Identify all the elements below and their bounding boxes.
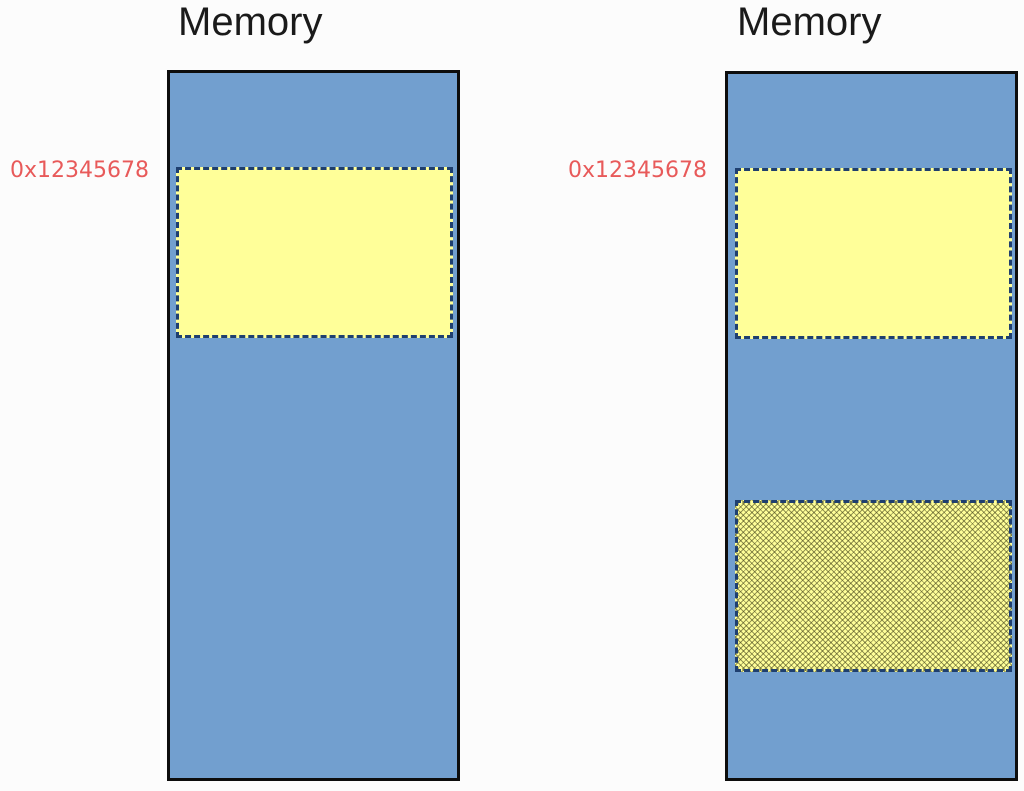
memory-title-right: Memory: [737, 0, 882, 44]
address-label-right: 0x12345678: [568, 158, 707, 183]
address-label-left: 0x12345678: [10, 158, 149, 183]
memory-block-hatched: [735, 500, 1012, 672]
memory-column-right: [725, 71, 1018, 781]
memory-column-left: [167, 70, 460, 781]
memory-title-left: Memory: [178, 0, 323, 44]
memory-block-allocated: [735, 168, 1012, 339]
memory-block-allocated: [176, 167, 453, 338]
